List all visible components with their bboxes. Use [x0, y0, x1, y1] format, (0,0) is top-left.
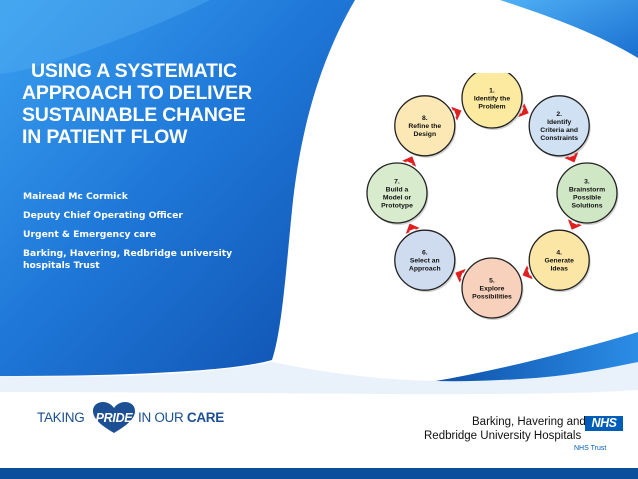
cycle-step-label: Possible: [573, 194, 601, 201]
cycle-step-circle: [394, 229, 456, 291]
cycle-step-label: 1.: [489, 87, 495, 94]
top-right-corner-swoosh: [500, 0, 638, 58]
cycle-arrow-icon: [451, 106, 462, 121]
cycle-step-label: Approach: [409, 266, 441, 273]
cycle-arrow-icon: [522, 265, 533, 280]
cycle-step-label: Identify: [547, 119, 571, 126]
pride-logo-care: CARE: [186, 410, 224, 425]
cycle-step-label: Constraints: [540, 135, 578, 142]
cycle-step-label: 5.: [489, 277, 495, 284]
cycle-step-circle: [528, 95, 590, 157]
cycle-step-label: Problem: [478, 103, 505, 110]
taking-pride-logo: TAKING PRIDE IN OUR CARE: [37, 402, 237, 433]
cycle-arrow-icon: [518, 103, 529, 118]
cycle-step-label: Solutions: [572, 202, 603, 209]
pride-logo-in-our-care: IN OUR CARE: [138, 410, 224, 425]
left-blue-panel: [0, 0, 355, 376]
cycle-step-label: Identify the: [474, 95, 510, 102]
cycle-step-label: Generate: [544, 258, 574, 265]
cycle-arrow-icon: [402, 156, 417, 167]
trust-name-line-3: NHS Trust: [574, 445, 607, 452]
cycle-step-label: 6.: [422, 250, 428, 257]
cycle-step-label: 4.: [556, 250, 562, 257]
cycle-step-circle: [528, 229, 590, 291]
trust-name-line-2: Redbridge University Hospitals: [424, 430, 582, 442]
bottom-blue-bar: [0, 468, 638, 479]
cycle-arrow-icon: [455, 268, 466, 283]
pride-logo-pride: PRIDE: [95, 411, 133, 425]
author-department: Urgent & Emergency care: [23, 229, 157, 240]
cycle-step-circle: [394, 95, 456, 157]
cycle-arrow-icon: [564, 152, 579, 163]
cycle-step-circle: [556, 162, 618, 224]
title-line-4: IN PATIENT FLOW: [22, 126, 188, 148]
cycle-step-label: Design: [413, 131, 436, 138]
bottom-wave-light: [0, 362, 638, 395]
author-role: Deputy Chief Operating Officer: [23, 210, 183, 221]
cycle-arrow-icon: [567, 219, 582, 230]
cycle-step-label: Select an: [410, 258, 440, 265]
author-organisation-line-2: hospitals Trust: [23, 260, 100, 271]
cycle-step-label: Prototype: [381, 202, 413, 209]
title-line-1: USING A SYSTEMATIC: [31, 60, 237, 82]
cycle-step-label: Ideas: [551, 266, 569, 273]
cycle-step-circle: [461, 73, 523, 129]
title-line-3: SUSTAINABLE CHANGE: [22, 104, 246, 126]
title-line-2: APPROACH TO DELIVER: [22, 82, 252, 104]
cycle-step-label: Explore: [480, 285, 505, 292]
trust-name-line-1: Barking, Havering and: [472, 416, 586, 428]
panel-highlight-swoosh: [0, 0, 210, 74]
cycle-step-label: Build a: [386, 186, 409, 193]
cycle-step-label: 2.: [556, 111, 562, 118]
cycle-step-label: 7.: [394, 178, 400, 185]
cycle-step-label: Possibilities: [472, 293, 512, 300]
cycle-step-label: Refine the: [408, 123, 441, 130]
cycle-step-circle: [366, 162, 428, 224]
cycle-arrow-icon: [405, 223, 420, 234]
cycle-step-label: 8.: [422, 115, 428, 122]
cycle-step-label: Model or: [383, 194, 412, 201]
cycle-step-label: 3.: [584, 178, 590, 185]
pride-logo-taking: TAKING: [37, 410, 85, 425]
cycle-step-label: Brainstorm: [569, 186, 605, 193]
cycle-step-label: Criteria and: [540, 127, 578, 134]
author-name: Mairead Mc Cormick: [23, 191, 128, 202]
trust-logo: Barking, Havering and NHS Redbridge Univ…: [424, 416, 624, 456]
author-organisation-line-1: Barking, Havering, Redbridge university: [23, 248, 233, 259]
slide-title: USING A SYSTEMATIC APPROACH TO DELIVER S…: [22, 60, 284, 148]
heart-icon: [93, 402, 135, 433]
design-process-cycle-diagram: 1.Identify theProblem2.IdentifyCriteria …: [366, 73, 619, 320]
nhs-logo: NHS: [585, 416, 623, 431]
pride-logo-in-our: IN OUR: [138, 410, 184, 425]
author-block: Mairead Mc Cormick Deputy Chief Operatin…: [23, 191, 273, 272]
cycle-step-circle: [461, 257, 523, 319]
